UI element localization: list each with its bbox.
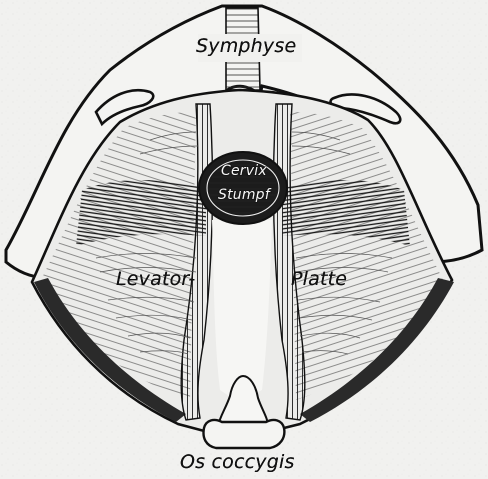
os-coccygis-label: Os coccygis <box>180 451 295 473</box>
platte-label: Platte <box>291 268 347 290</box>
os-coccygis-bone <box>204 420 285 448</box>
central-hiatus <box>212 220 272 398</box>
stumpf-label: Stumpf <box>218 187 270 203</box>
levator-label: Levator- <box>116 268 195 290</box>
symphyse-label: Symphyse <box>196 35 296 57</box>
cervix-label: Cervix <box>221 163 267 179</box>
